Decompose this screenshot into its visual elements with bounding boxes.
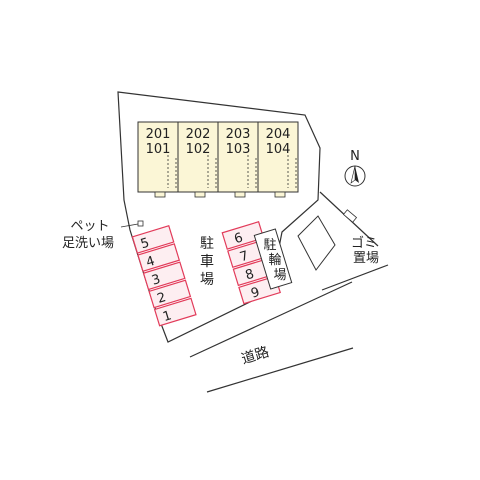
bicycle-label-2: 輪 (268, 252, 281, 268)
parking-slot-3 (142, 261, 186, 291)
unit-202: 202 (186, 127, 211, 142)
pet-wash-line2: 足洗い場 (62, 236, 114, 251)
road-edge-right (321, 264, 389, 291)
bicycle-parking (253, 228, 293, 290)
parking-label-1: 駐 (200, 236, 214, 252)
garbage-box (342, 209, 358, 223)
road-label: 道路 (240, 344, 271, 367)
garbage-line2: 置場 (353, 251, 379, 266)
road-edge-bottom (206, 347, 354, 393)
building (137, 121, 299, 198)
lot-notch (297, 215, 336, 271)
unit-101: 101 (146, 142, 171, 157)
compass-north: N (350, 149, 360, 164)
bicycle-label-3: 場 (273, 268, 286, 283)
unit-203: 203 (226, 127, 251, 142)
parking-slot-5 (131, 224, 175, 254)
parking-slot-6 (221, 220, 265, 250)
unit-201: 201 (146, 127, 171, 142)
compass-icon (344, 165, 366, 187)
pet-wash-line1: ペット (70, 219, 109, 234)
road-edge-top (189, 281, 353, 358)
garbage-line1: ゴミ (351, 235, 377, 251)
parking-left: 5 4 3 2 1 (131, 224, 197, 327)
parking-label-2: 車 (200, 253, 214, 270)
unit-103: 103 (226, 142, 251, 157)
bicycle-label-1: 駐 (263, 238, 276, 253)
parking-slot-2 (148, 279, 192, 309)
pet-wash-marker (137, 220, 144, 227)
parking-slot-1 (153, 297, 197, 327)
unit-204: 204 (266, 127, 291, 142)
parking-label-3: 場 (200, 272, 214, 288)
unit-102: 102 (186, 142, 211, 157)
pet-wash-leader (120, 223, 139, 228)
unit-104: 104 (266, 142, 291, 157)
parking-slot-4 (137, 243, 181, 273)
